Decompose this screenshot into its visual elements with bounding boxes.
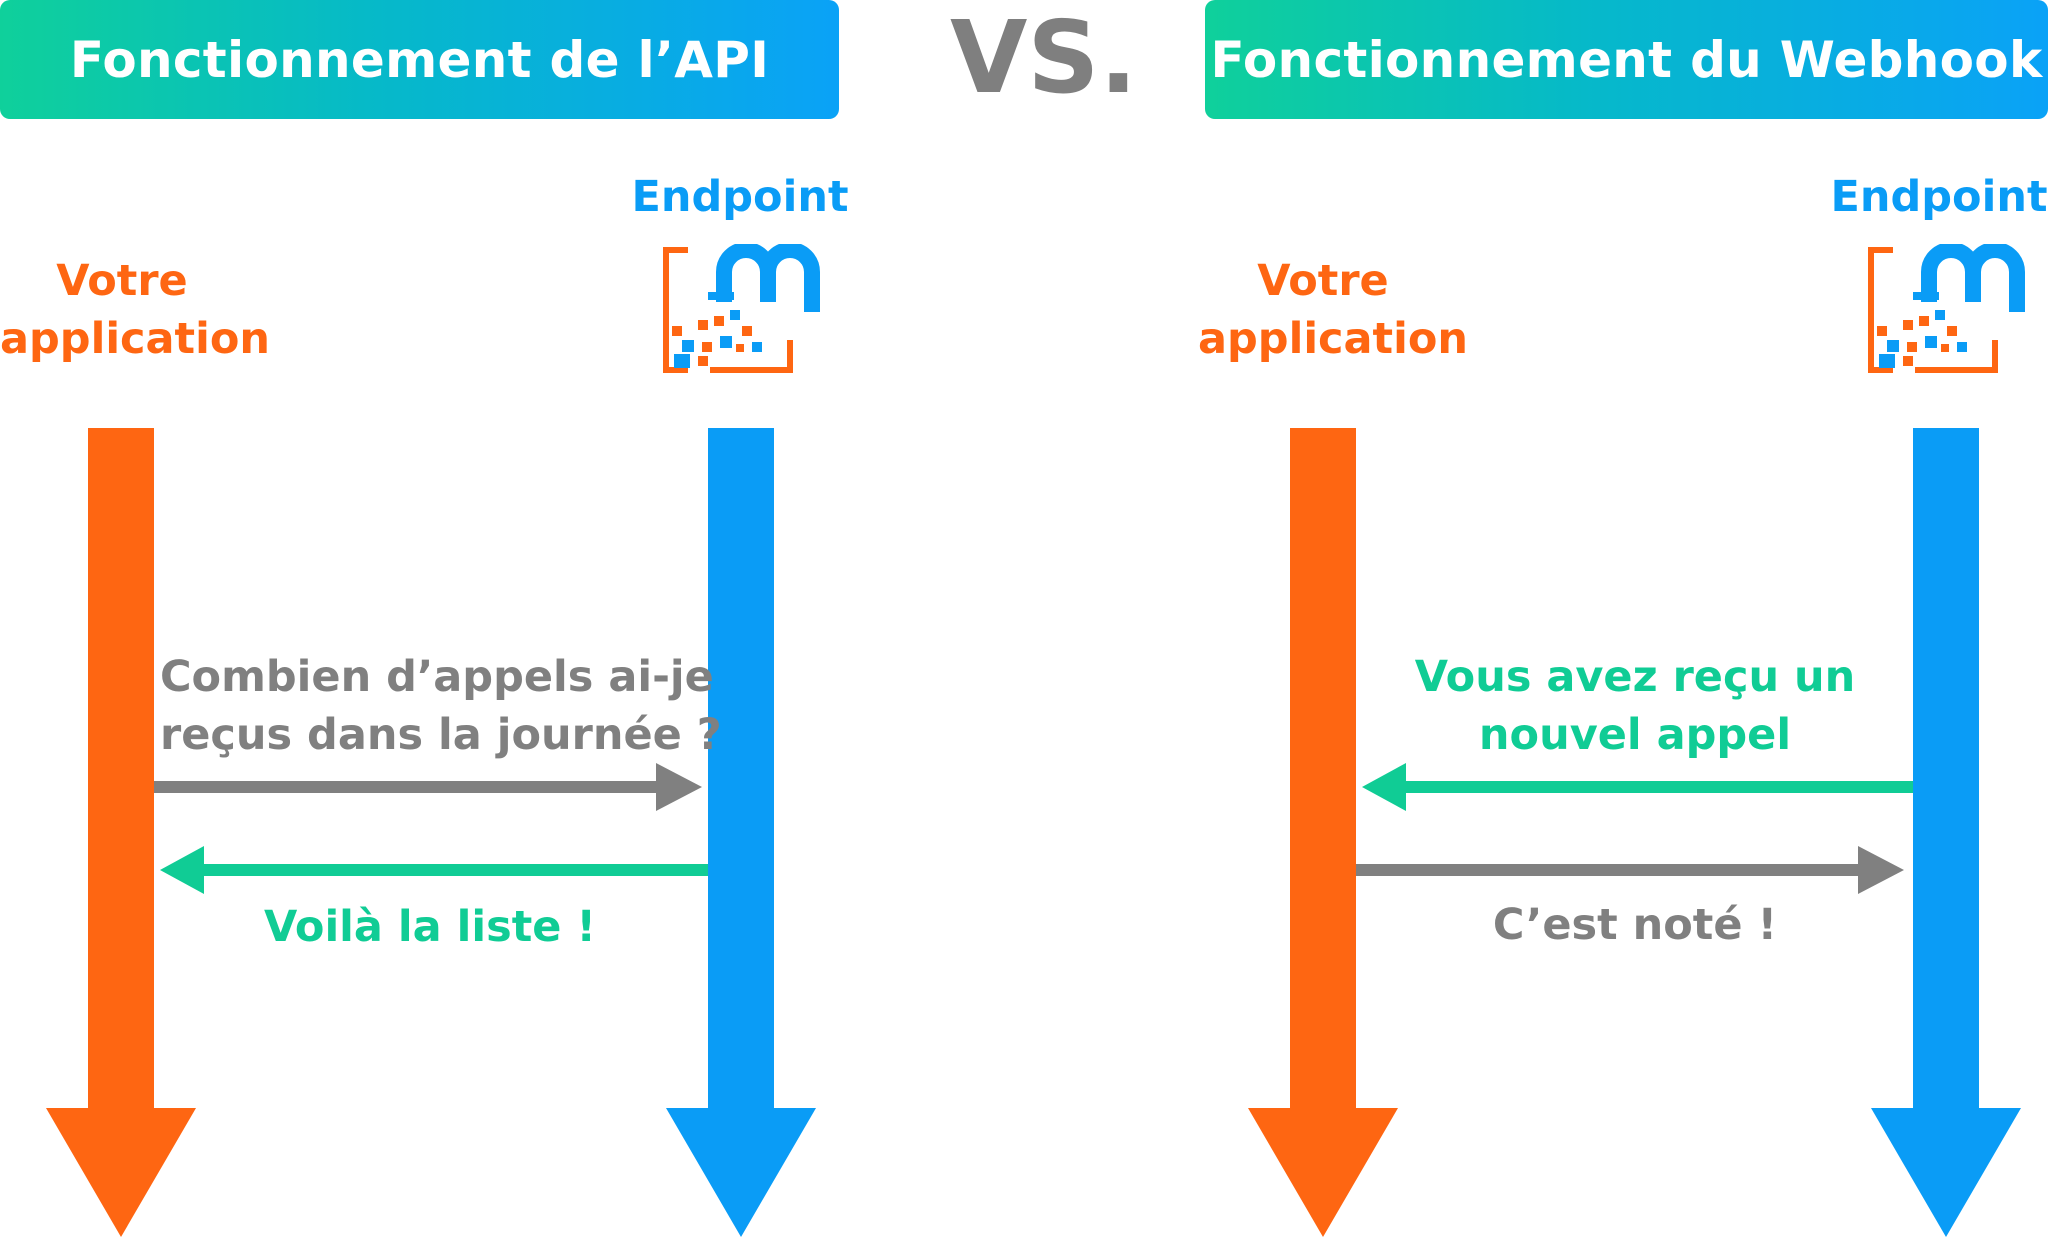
- api-request-label: Combien d’appels ai-je reçus dans la jou…: [160, 648, 722, 764]
- webhook-notification-label: Vous avez reçu un nouvel appel: [1400, 648, 1870, 764]
- webhook-ack-arrow: [1356, 846, 1904, 894]
- api-app-label-line1: Votre: [56, 256, 188, 306]
- api-app-lifeline: [46, 428, 196, 1237]
- webhook-notification-line2: nouvel appel: [1478, 710, 1792, 760]
- api-response-arrow: [160, 846, 708, 894]
- webhook-notification-line1: Vous avez reçu un: [1414, 652, 1856, 702]
- api-endpoint-lifeline: [666, 428, 816, 1237]
- api-app-label: Votre application: [0, 252, 271, 368]
- api-title: Fonctionnement de l’API: [69, 30, 770, 89]
- webhook-notification-arrow: [1362, 763, 1913, 811]
- webhook-ack-label: C’est noté !: [1492, 900, 1778, 950]
- api-endpoint-label: Endpoint: [631, 172, 849, 222]
- api-request-arrow: [154, 763, 702, 811]
- webhook-app-label-line1: Votre: [1257, 256, 1389, 306]
- m-logo-icon: [1868, 244, 2025, 373]
- webhook-title-banner: Fonctionnement du Webhook: [1205, 0, 2048, 119]
- vs-label: VS.: [950, 0, 1138, 116]
- api-title-banner: Fonctionnement de l’API: [0, 0, 839, 119]
- api-app-label-line2: application: [0, 314, 271, 364]
- webhook-app-label-line2: application: [1198, 314, 1469, 364]
- api-request-line2: reçus dans la journée ?: [160, 710, 722, 760]
- webhook-app-lifeline: [1248, 428, 1398, 1237]
- webhook-endpoint-label: Endpoint: [1830, 172, 2048, 222]
- m-logo-icon: [663, 244, 820, 373]
- webhook-app-label: Votre application: [1198, 252, 1469, 368]
- api-response-label: Voilà la liste !: [263, 902, 597, 952]
- webhook-endpoint-lifeline: [1871, 428, 2021, 1237]
- webhook-title: Fonctionnement du Webhook: [1210, 30, 2043, 89]
- api-request-line1: Combien d’appels ai-je: [160, 652, 714, 702]
